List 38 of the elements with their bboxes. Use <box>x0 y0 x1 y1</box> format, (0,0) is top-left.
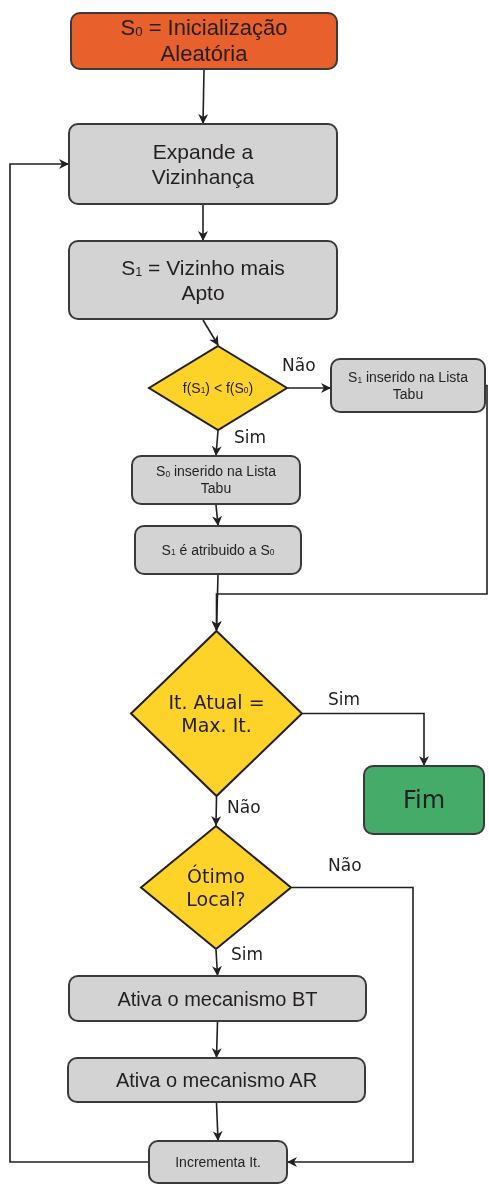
node-text: f(S$_{1}$) < f(S$_{0}$) <box>182 379 254 397</box>
node-text: Incrementa It. <box>175 1153 261 1171</box>
node-text: S$_{1}$ inserido na Lista Tabu <box>347 368 469 403</box>
node-text: S$_{0}$ = Inicialização Aleatória <box>119 14 289 68</box>
arrow <box>9 159 149 1163</box>
arrow <box>198 204 208 241</box>
node-text: S$_{1}$ é atribuido a S$_{0}$ <box>161 541 275 559</box>
process-box <box>330 358 486 413</box>
arrow <box>287 886 414 1167</box>
arrow <box>202 319 219 346</box>
node-text: Ativa o mecanismo BT <box>117 986 318 1011</box>
process-box <box>131 455 301 505</box>
process-box <box>68 123 338 205</box>
arrow <box>302 712 429 766</box>
arrow <box>211 949 222 976</box>
arrow <box>211 796 222 826</box>
arrow <box>198 69 209 124</box>
node-text: S$_{0}$ inserido na Lista Tabu <box>155 463 277 497</box>
arrow <box>287 383 331 393</box>
arrow <box>212 504 223 526</box>
arrow <box>211 384 488 631</box>
process-box <box>148 1140 288 1184</box>
process-box <box>67 1057 366 1103</box>
node-text: It. Atual = Max. It. <box>167 690 266 737</box>
start-box <box>70 12 338 70</box>
arrow <box>211 430 222 456</box>
node-text: S$_{1}$ = Vizinho mais Apto <box>120 254 286 306</box>
arrow <box>211 1021 222 1058</box>
node-text: Fim <box>402 785 446 815</box>
process-box <box>134 525 302 575</box>
decision-diamond <box>130 630 303 797</box>
arrow <box>212 1102 223 1141</box>
node-text: Ativa o mecanismo AR <box>115 1068 318 1092</box>
node-text: Ótimo Local? <box>185 864 247 911</box>
process-box <box>68 975 367 1022</box>
process-box <box>68 240 338 320</box>
end-box <box>363 765 485 835</box>
node-text: Expande a Vizinhança <box>150 138 256 190</box>
